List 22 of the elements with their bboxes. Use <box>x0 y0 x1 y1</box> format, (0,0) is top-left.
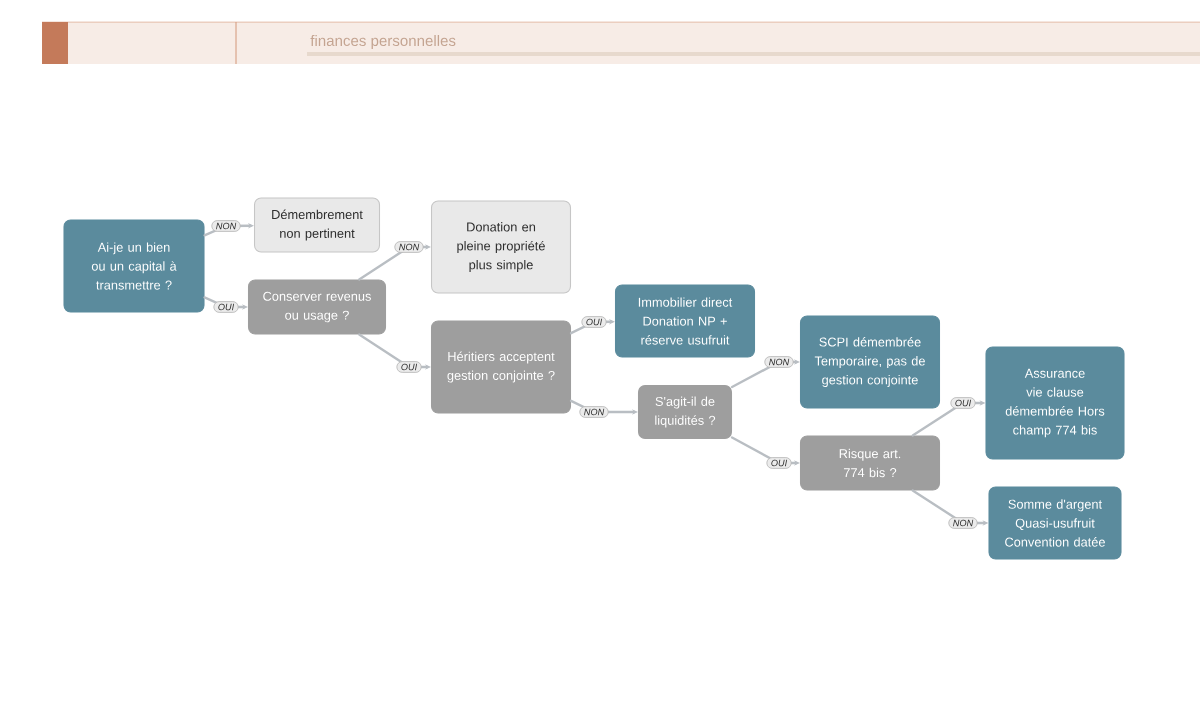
edge-label: NON <box>948 517 978 529</box>
tagline: finances personnelles <box>310 35 456 49</box>
start-box: Ai-je un bien ou un capital à transmettre ? <box>63 219 205 313</box>
edge-label: OUI <box>213 301 239 313</box>
decision-box: Héritiers acceptent gestion conjointe ? <box>430 320 572 414</box>
edge-label: OUI <box>766 457 792 469</box>
edge-label: NON <box>394 241 424 253</box>
edge-label: NON <box>579 406 609 418</box>
outcome-box: Démembrement non pertinent <box>253 197 381 253</box>
edge-label: NON <box>764 356 794 368</box>
decision-box: Conserver revenus ou usage ? <box>247 279 387 335</box>
edge-label: OUI <box>581 316 607 328</box>
outcome-box: SCPI démembrée Temporaire, pas de gestion conjointe <box>799 315 941 409</box>
decision-box: Risque art. 774 bis ? <box>799 435 941 491</box>
outcome-box: Assurance vie clause démembrée Hors champ 774 bis <box>985 346 1125 460</box>
edge-label: OUI <box>950 397 976 409</box>
outcome-box: Immobilier direct Donation NP + réserve usufruit <box>614 284 756 358</box>
edge-label: OUI <box>396 361 422 373</box>
edge-label: NON <box>211 220 241 232</box>
outcome-box: Donation en pleine propriété plus simple <box>430 200 572 294</box>
decision-box: S'agit-il de liquidités ? <box>637 384 733 440</box>
outcome-box: Somme d'argent Quasi-usufruit Convention datée <box>988 486 1122 560</box>
